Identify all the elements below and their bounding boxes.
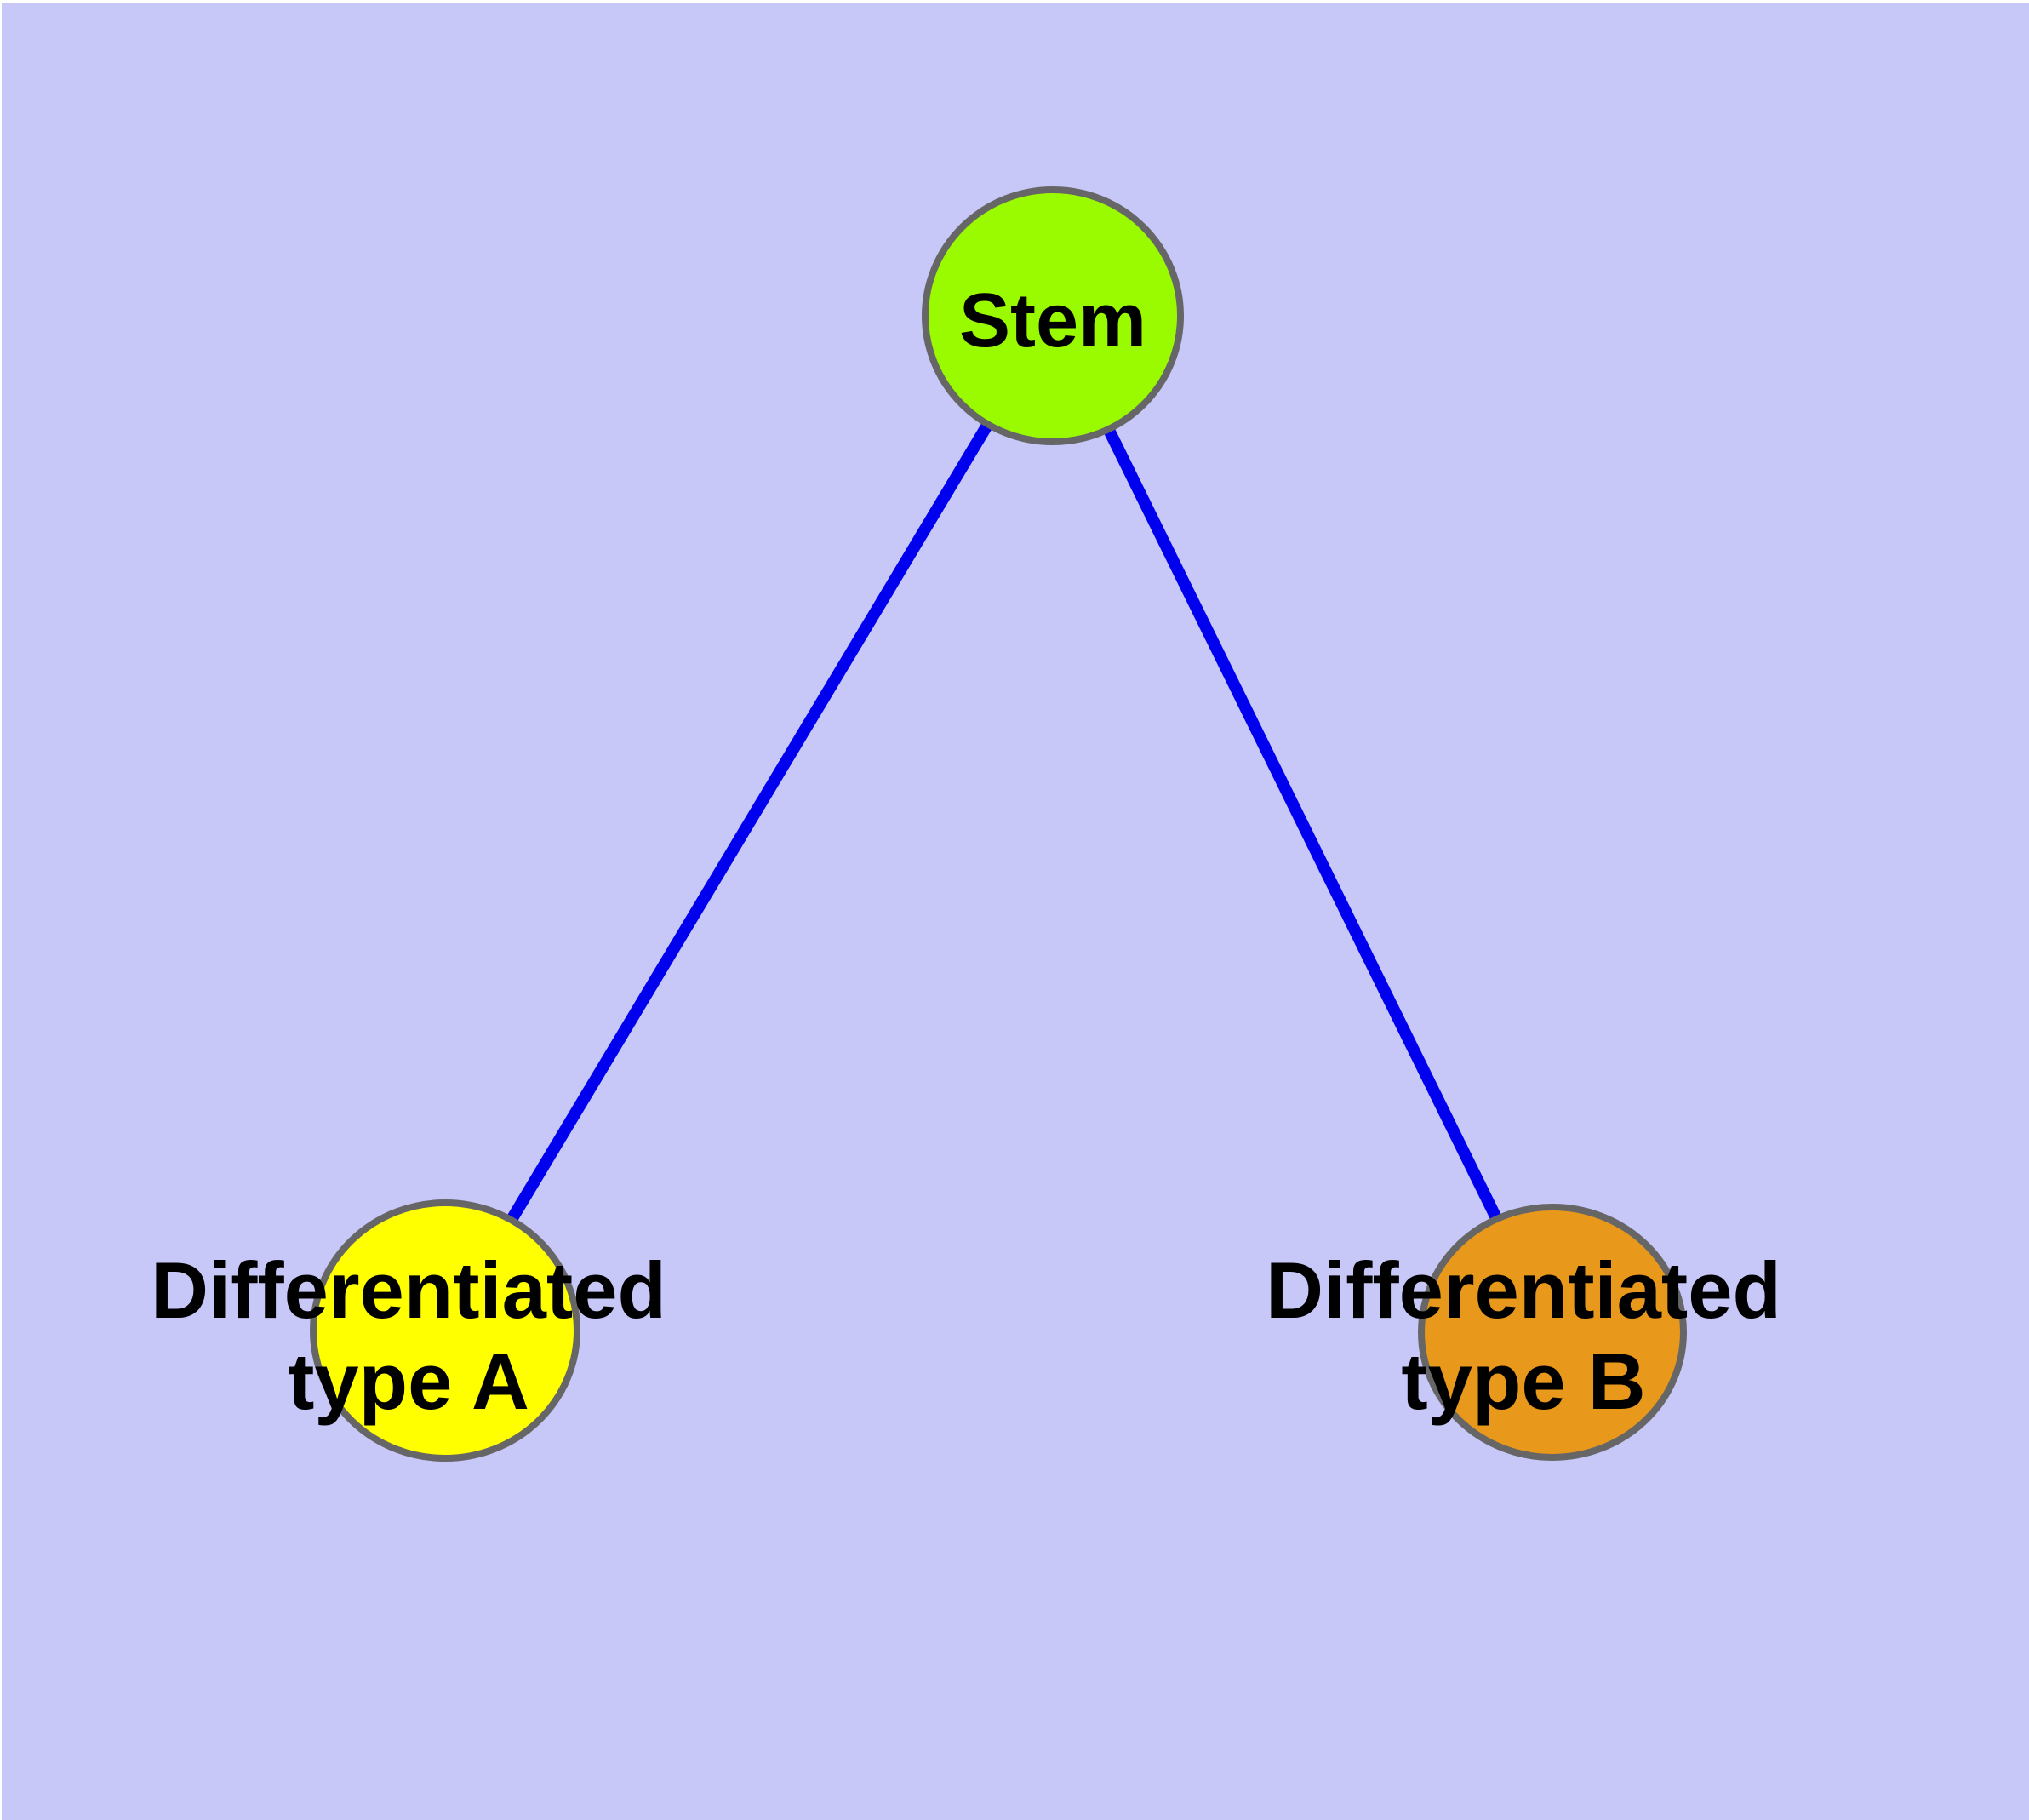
node-differentiated-type-b: [1418, 1204, 1687, 1461]
node-type-b-label-line1: Differentiated: [1266, 1245, 1781, 1335]
node-type-a-label-line2: type A: [288, 1336, 529, 1426]
edge-stem-to-type-a: [439, 312, 1059, 1334]
edge-stem-to-type-b: [1047, 312, 1558, 1336]
node-stem: [922, 186, 1184, 445]
node-stem-label: Stem: [959, 278, 1146, 363]
node-differentiated-type-a: [310, 1199, 580, 1462]
node-type-a-label-line1: Differentiated: [151, 1245, 666, 1335]
node-type-b-label-line2: type B: [1401, 1336, 1645, 1426]
